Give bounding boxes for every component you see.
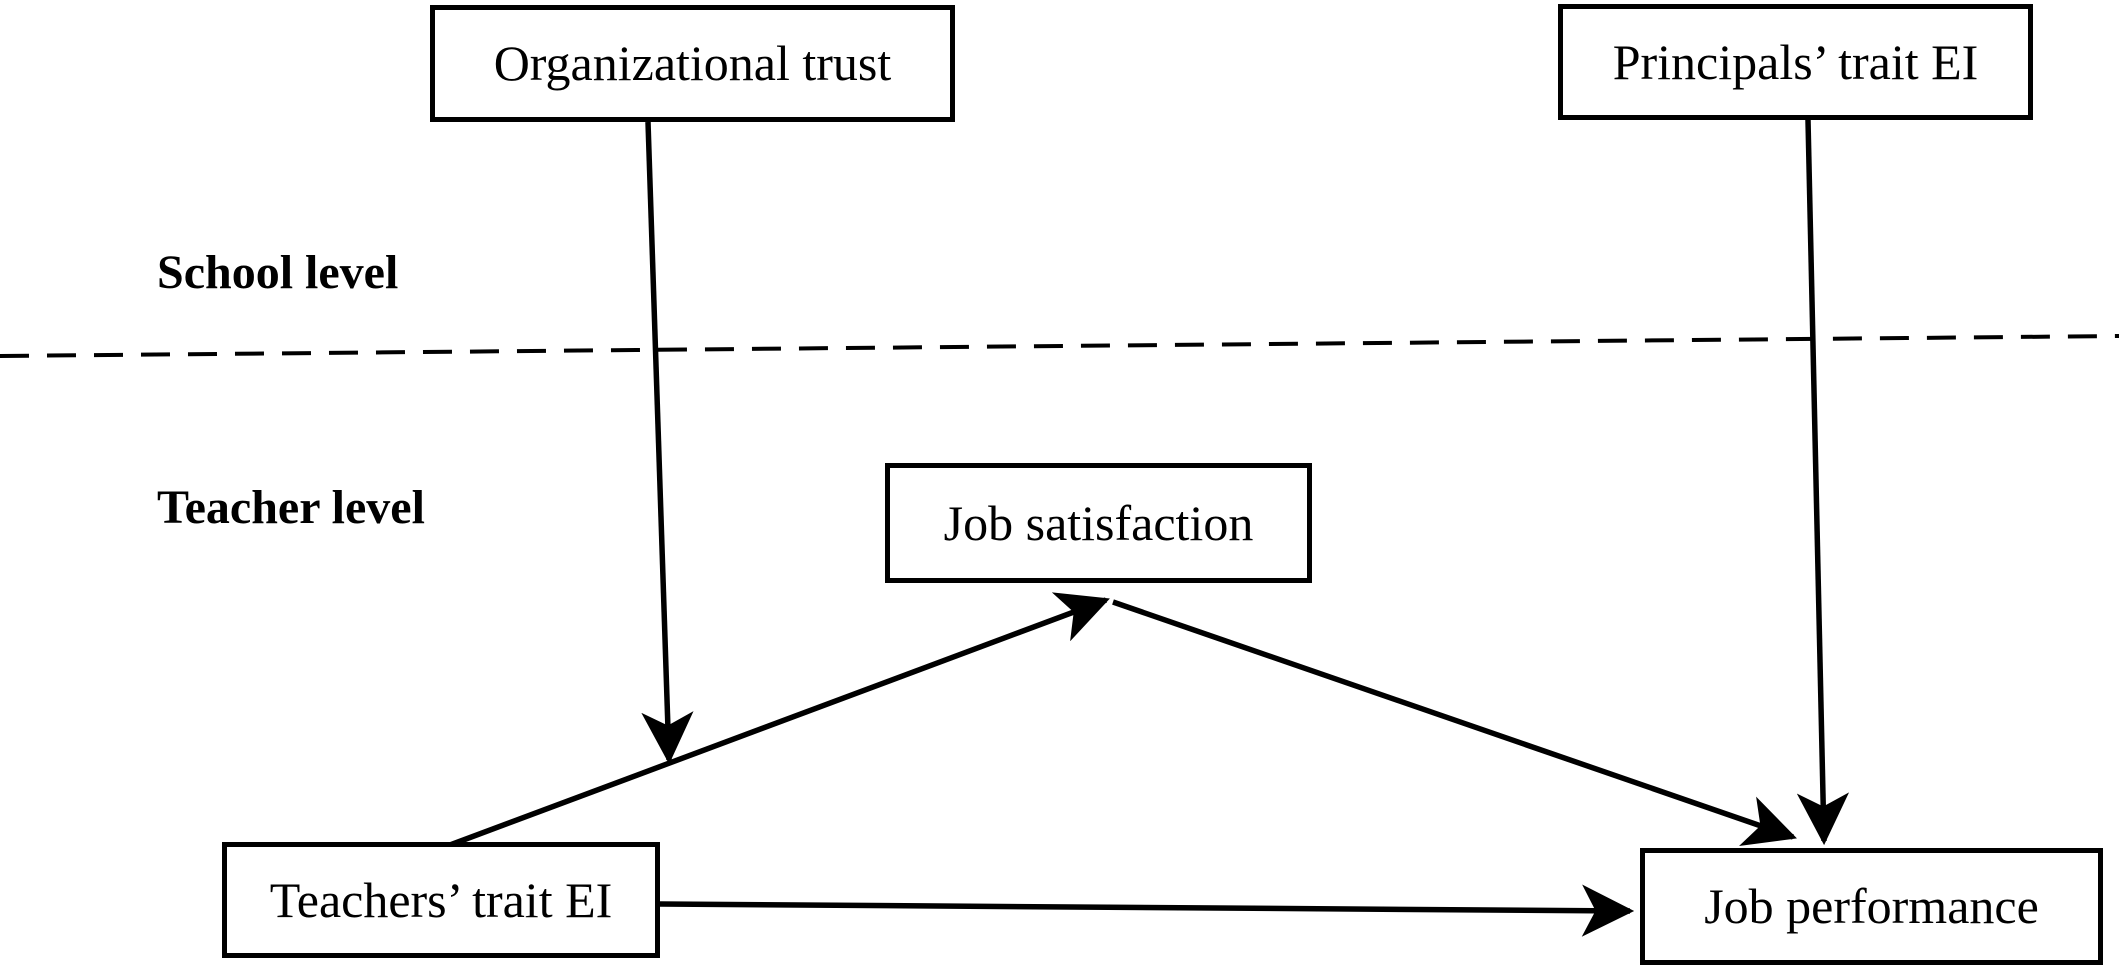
principals-trait-ei-node: Principals’ trait EI (1558, 4, 2033, 120)
teachers-trait-ei-label: Teachers’ trait EI (269, 871, 613, 928)
edge-teachers-trait-ei-to-job-satisfaction-arrow (449, 592, 1110, 848)
teachers-trait-ei-node: Teachers’ trait EI (222, 842, 660, 958)
organizational-trust-node: Organizational trust (430, 5, 955, 122)
edge-teachers-trait-ei-to-job-performance-arrow (659, 884, 1635, 937)
edge-principals-trait-ei-to-job-performance-arrow (1796, 119, 1850, 846)
job-performance-node: Job performance (1640, 848, 2103, 965)
level-separator-dashed-line (0, 334, 2119, 358)
edge-organizational-trust-to-teacher-path-arrow (641, 121, 694, 765)
school-level-label: School level (157, 246, 399, 299)
job-performance-label: Job performance (1704, 878, 2039, 934)
teacher-level-label: Teacher level (157, 481, 425, 534)
edge-job-satisfaction-to-job-performance-arrow (1112, 599, 1797, 846)
job-satisfaction-node: Job satisfaction (885, 463, 1312, 583)
job-satisfaction-label: Job satisfaction (943, 494, 1254, 551)
organizational-trust-label: Organizational trust (493, 35, 892, 91)
principals-trait-ei-label: Principals’ trait EI (1612, 33, 1979, 90)
